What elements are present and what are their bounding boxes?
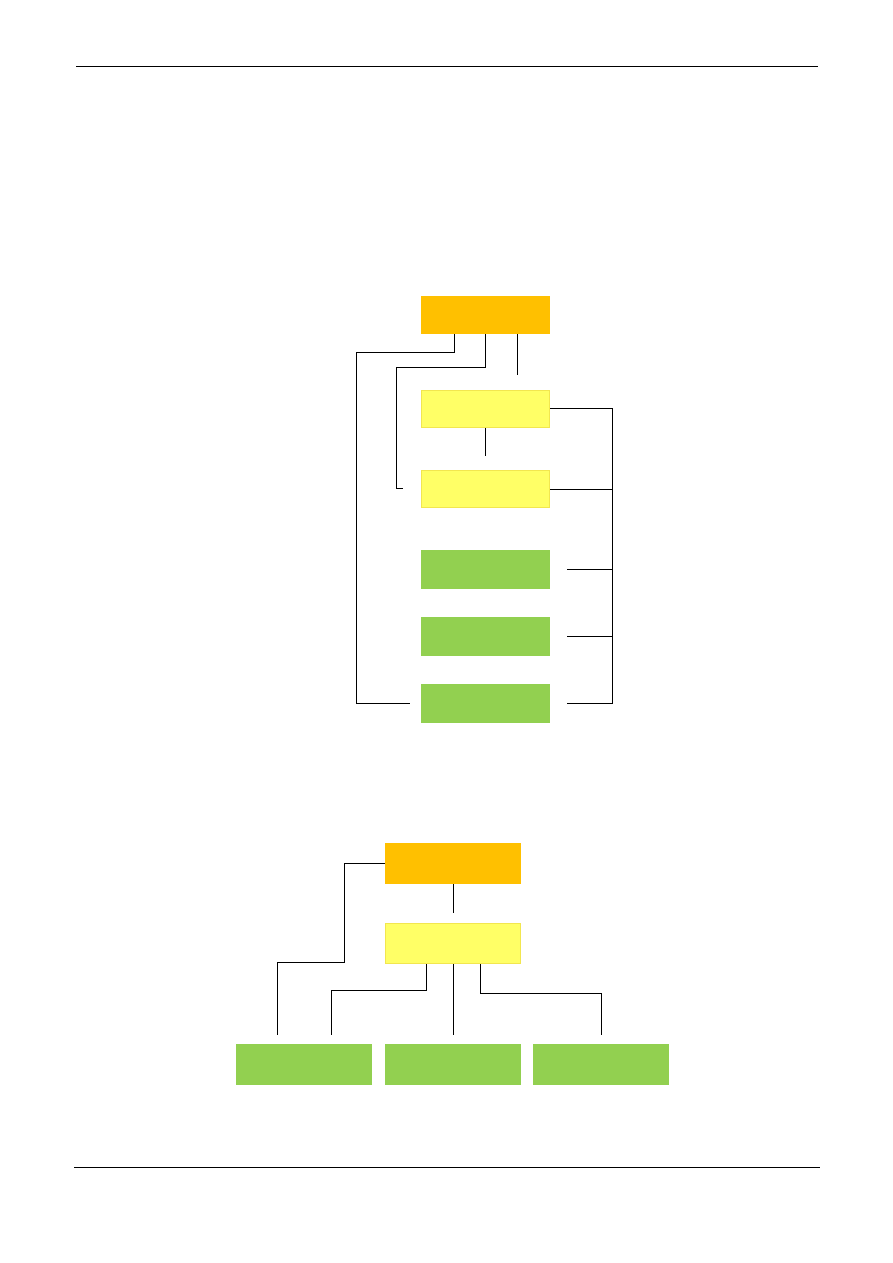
connector-h-mid-to-leaf-1 bbox=[331, 964, 427, 1035]
h-root-node bbox=[385, 843, 521, 884]
h-leaf-node-2 bbox=[385, 1044, 521, 1085]
footer-rule bbox=[74, 1167, 820, 1168]
v-leaf-node-2 bbox=[421, 617, 550, 656]
connector-right-bus bbox=[550, 408, 613, 704]
h-leaf-node-1 bbox=[236, 1044, 372, 1085]
h-middle-node bbox=[385, 923, 521, 964]
connector-h-mid-to-leaf-3 bbox=[480, 964, 602, 1035]
v-middle-node-2 bbox=[421, 470, 550, 508]
v-middle-node-1 bbox=[421, 390, 550, 428]
header-rule bbox=[76, 66, 818, 67]
connector-root-to-mid-2 bbox=[396, 334, 486, 489]
h-leaf-node-3 bbox=[533, 1044, 669, 1085]
v-leaf-node-3 bbox=[421, 684, 550, 723]
v-root-node bbox=[421, 296, 550, 334]
connector-h-root-to-leaf-1 bbox=[277, 863, 385, 1035]
v-leaf-node-1 bbox=[421, 550, 550, 589]
connector-root-to-leaf-3 bbox=[356, 334, 455, 704]
